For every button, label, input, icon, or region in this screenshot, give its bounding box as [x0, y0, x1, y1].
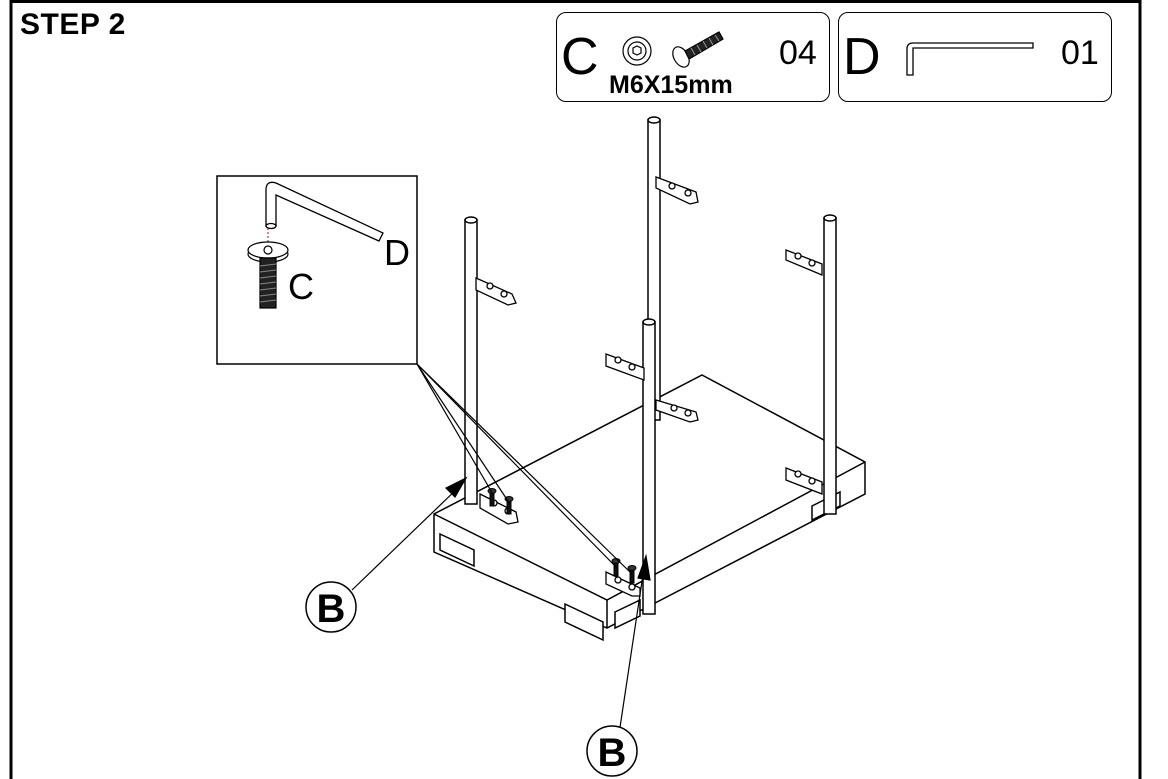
leg-front [642, 318, 656, 615]
part-c-quantity: 04 [779, 34, 817, 72]
inserted-bolts [487, 488, 637, 584]
bracket-back-left [605, 353, 645, 381]
callout-arrows [351, 476, 651, 735]
bracket-left-upper [475, 276, 517, 306]
detail-inset [216, 175, 633, 575]
inset-key-label: D [384, 232, 410, 273]
part-c-letter: C [561, 28, 599, 86]
callout-b-left: B [317, 587, 346, 631]
callout-b-bottom: B [598, 731, 627, 775]
bracket-back-upper [655, 176, 699, 205]
part-d-quantity: 01 [1061, 34, 1099, 72]
inset-bolt-label: C [288, 266, 314, 307]
table-legs [464, 116, 837, 615]
leg-left [464, 216, 478, 505]
part-d-letter: D [843, 28, 881, 86]
bolt-icon [622, 31, 724, 68]
allen-key-icon [906, 42, 1034, 76]
allen-key-icon [265, 181, 384, 242]
bolt-icon [247, 241, 289, 309]
leg-right [823, 214, 837, 515]
inset-leader-lines [416, 363, 633, 575]
bracket-back-lower [655, 399, 699, 423]
page-frame [9, 0, 1142, 779]
step-title: STEP 2 [20, 8, 126, 41]
part-c-card: C 04 M6X15mm [556, 12, 830, 102]
part-d-card: D 01 [838, 12, 1112, 102]
bracket-right-lower [785, 467, 823, 495]
bracket-right-upper [785, 249, 823, 276]
bracket-front-lower [605, 570, 641, 597]
part-c-size: M6X15mm [609, 71, 733, 99]
callout-circles [305, 581, 638, 777]
